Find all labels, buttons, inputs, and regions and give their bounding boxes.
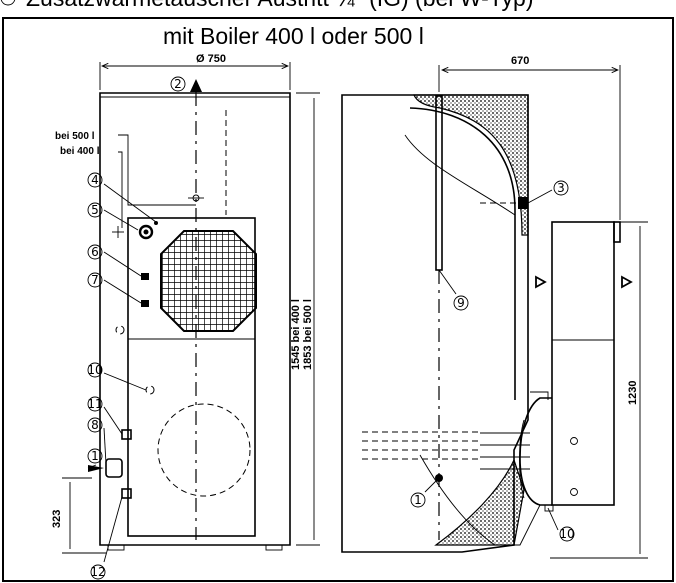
header-cut-line: Zusatzwärmetauscher Austritt ¾" (IG) (be… [0,0,533,11]
svg-text:11: 11 [87,397,102,411]
marker-9: 9 [453,295,469,311]
marker-12: 12 [90,564,106,580]
drawing-title: mit Boiler 400 l oder 500 l [163,23,424,49]
label-bei-500: bei 500 l [55,131,95,142]
marker-8: 8 [87,417,103,433]
svg-text:6: 6 [91,245,99,259]
dimension-height: 1545 bei 400 l 1853 bei 500 l [290,92,320,546]
fan-grille [160,230,257,332]
label-bei-400: bei 400 l [60,146,100,157]
burner-outline [157,403,251,497]
header-cut-text: Zusatzwärmetauscher Austritt ¾" (IG) (be… [26,0,533,11]
marker-1-front: 1 [87,448,103,464]
svg-text:5: 5 [91,203,99,217]
drawing-frame [2,17,674,582]
svg-text:7: 7 [91,273,99,287]
svg-text:10: 10 [87,363,102,377]
marker-1-side: 1 [410,492,426,508]
svg-text:1: 1 [91,449,99,463]
front-view [87,79,291,563]
marker-6: 6 [87,244,103,260]
marker-10-side: 10 [559,526,575,542]
marker-3: 3 [553,180,569,196]
svg-text:3: 3 [557,181,565,195]
dimension-connection-height: 323 [51,477,106,554]
dimension-diameter: Ø 750 [99,53,291,90]
marker-2: 2 [170,76,186,92]
side-view [341,94,633,553]
svg-text:2: 2 [174,77,182,91]
dimension-1230: 1230 [627,381,639,405]
dimension-depth: 670 [438,55,621,220]
marker-10-front: 10 [87,362,103,378]
marker-11: 11 [87,396,103,412]
marker-4: 4 [87,172,103,188]
marker-5: 5 [87,202,103,218]
marker-7: 7 [87,272,103,288]
dimension-323: 323 [51,510,63,528]
dimension-diameter-text: Ø 750 [196,53,226,65]
svg-text:10: 10 [559,527,574,541]
svg-text:8: 8 [91,418,99,432]
svg-text:4: 4 [91,173,99,187]
svg-text:1: 1 [414,493,422,507]
svg-text:9: 9 [457,296,465,310]
dimension-depth-text: 670 [511,55,529,67]
svg-text:12: 12 [90,565,105,579]
dimension-height-500: 1853 bei 500 l [302,299,314,370]
dimension-height-400: 1545 bei 400 l [290,299,302,370]
dimension-front-height: 1230 [550,221,648,559]
